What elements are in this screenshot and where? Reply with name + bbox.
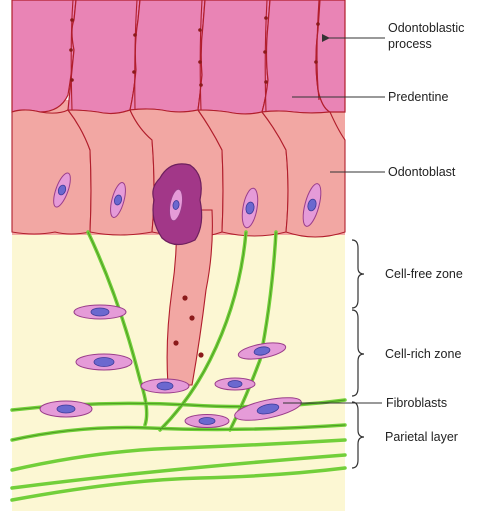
label-predentine: Predentine — [388, 90, 449, 104]
label-fibroblasts: Fibroblasts — [386, 396, 447, 410]
label-parietal-layer: Parietal layer — [385, 430, 458, 444]
zone-brackets — [352, 240, 364, 468]
label-odontoblastic-process-2: process — [388, 37, 432, 51]
label-cell-free-zone: Cell-free zone — [385, 267, 463, 281]
label-odontoblastic-process-1: Odontoblastic — [388, 21, 464, 35]
label-cell-rich-zone: Cell-rich zone — [385, 347, 461, 361]
label-odontoblast: Odontoblast — [388, 165, 456, 179]
